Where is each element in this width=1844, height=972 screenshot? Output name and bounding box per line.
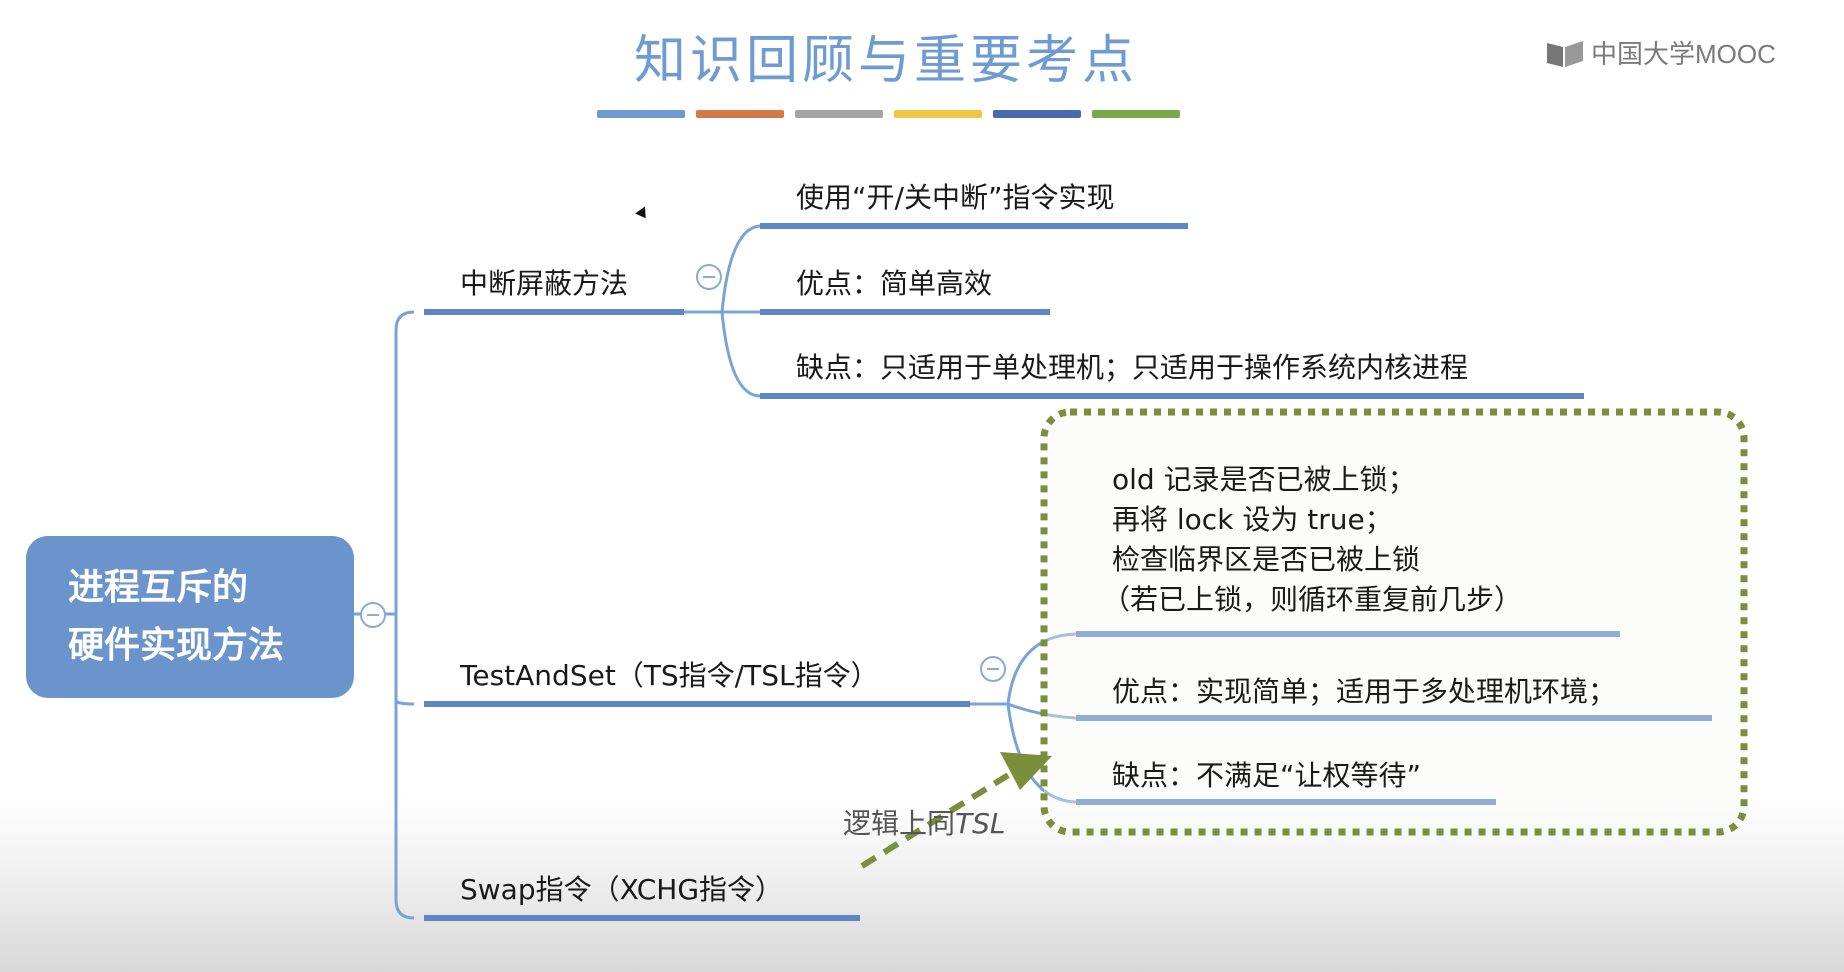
- color-bar: [597, 110, 685, 118]
- tsl-note-line: 检查临界区是否已被上锁: [1112, 543, 1421, 576]
- tsl-note-line: （若已上锁，则循环重复前几步）: [1102, 583, 1523, 616]
- color-bar-strip: [597, 110, 1180, 118]
- mooc-logo: 中国大学MOOC: [1545, 34, 1776, 71]
- root-line1: 进程互斥的: [68, 567, 249, 608]
- tsl-note-line: 再将 lock 设为 true；: [1112, 503, 1393, 536]
- collapse-interrupt-icon[interactable]: [696, 264, 722, 290]
- arrow-label-suffix: TSL: [955, 807, 1006, 840]
- page-title: 知识回顾与重要考点: [633, 31, 1138, 91]
- interrupt-child-3[interactable]: 缺点：只适用于单处理机；只适用于操作系统内核进程: [796, 351, 1469, 384]
- tsl-disadvantage[interactable]: 缺点：不满足“让权等待”: [1112, 759, 1422, 792]
- arrow-label: 逻辑上同TSL: [843, 802, 1006, 842]
- branch-interrupt[interactable]: 中断屏蔽方法: [460, 267, 629, 300]
- color-bar: [696, 110, 784, 118]
- interrupt-child-1[interactable]: 使用“开/关中断”指令实现: [796, 181, 1115, 214]
- color-bar: [894, 110, 982, 118]
- interrupt-child-2[interactable]: 优点：简单高效: [796, 267, 993, 300]
- color-bar: [795, 110, 883, 118]
- tsl-advantage[interactable]: 优点：实现简单；适用于多处理机环境；: [1112, 675, 1617, 708]
- tsl-note-line: old 记录是否已被上锁；: [1112, 463, 1416, 496]
- arrow-label-prefix: 逻辑上同: [843, 807, 956, 840]
- branch-swap[interactable]: Swap指令（XCHG指令）: [460, 873, 784, 906]
- collapse-root-icon[interactable]: [360, 602, 386, 628]
- collapse-tsl-icon[interactable]: [980, 656, 1006, 682]
- logo-text: 中国大学MOOC: [1591, 39, 1776, 69]
- tsl-note[interactable]: old 记录是否已被上锁； 再将 lock 设为 true； 检查临界区是否已被…: [1102, 460, 1522, 620]
- color-bar: [993, 110, 1081, 118]
- branch-tsl[interactable]: TestAndSet（TS指令/TSL指令）: [460, 659, 879, 692]
- color-bar: [1092, 110, 1180, 118]
- root-node[interactable]: 进程互斥的 硬件实现方法: [26, 536, 354, 698]
- book-icon: [1545, 37, 1585, 69]
- root-line2: 硬件实现方法: [68, 625, 285, 666]
